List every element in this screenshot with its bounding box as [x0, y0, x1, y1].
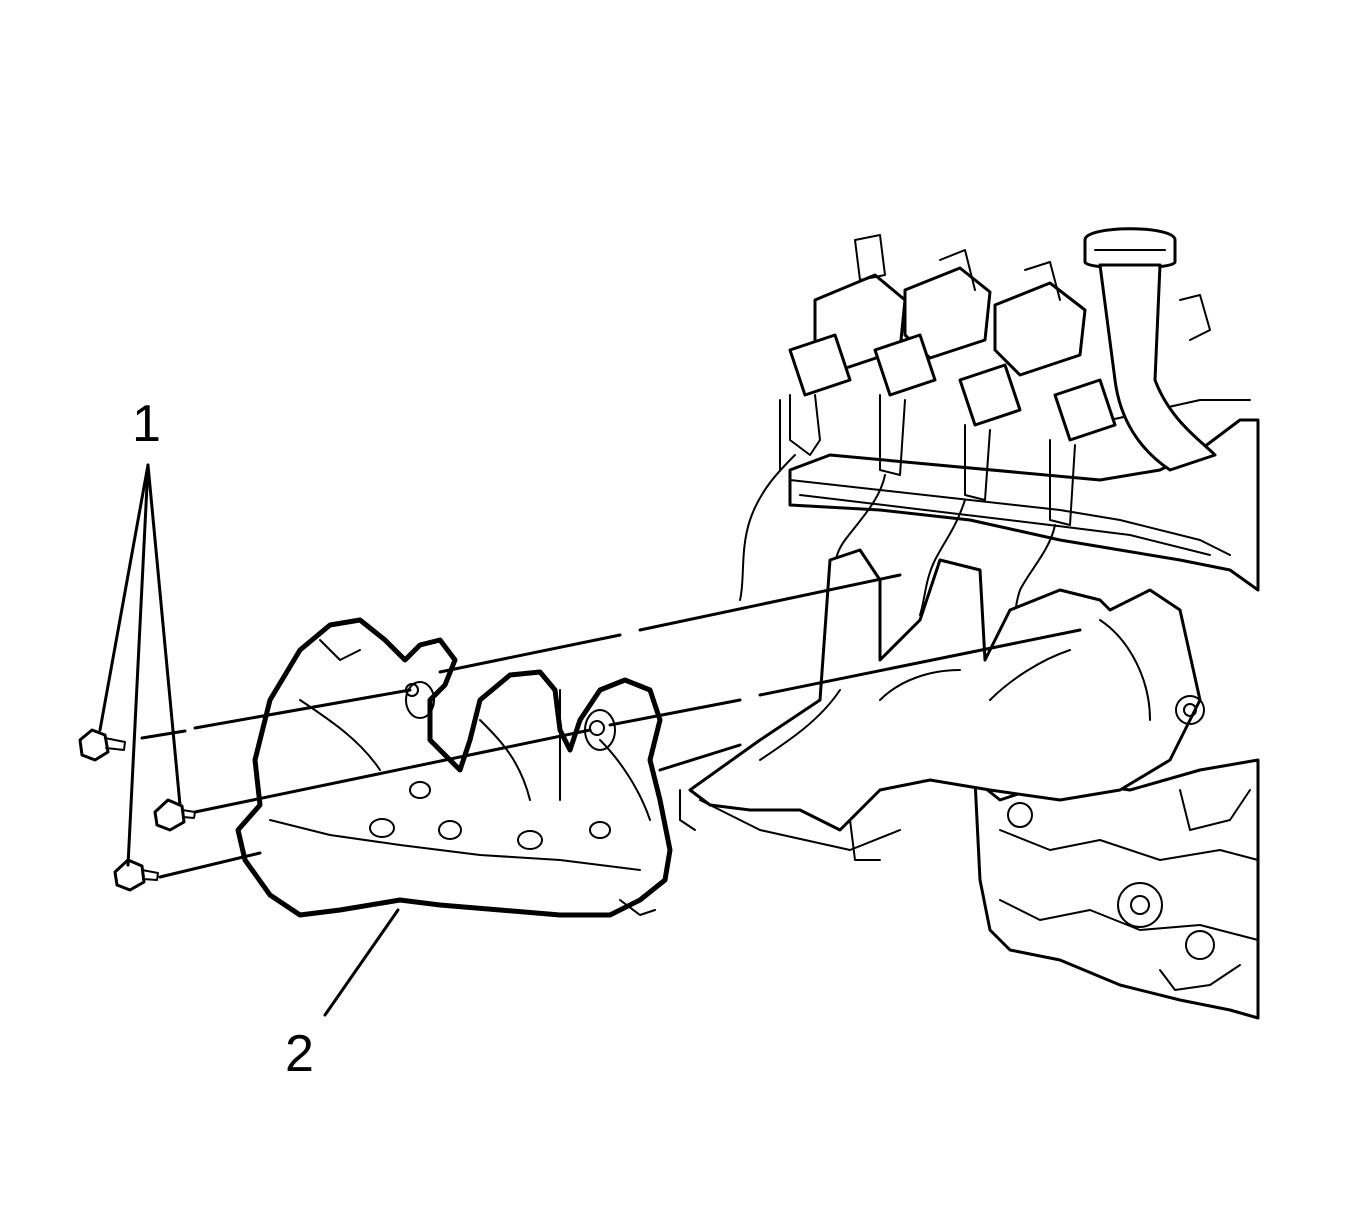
engine-assembly [679, 227, 1260, 1020]
heat-shield [235, 617, 673, 918]
ignition-coil-2 [873, 249, 992, 476]
bolt-2 [153, 798, 196, 832]
bolt-3 [113, 858, 159, 892]
callout-label-bolts: 1 [132, 395, 161, 453]
exhaust-manifold [679, 548, 1205, 861]
ignition-coil-1 [788, 234, 907, 456]
ignition-coil-3 [958, 261, 1087, 501]
bolt-1 [78, 728, 126, 762]
callout-label-heat-shield: 2 [285, 1025, 314, 1083]
ignition-coil-4 [1049, 294, 1211, 526]
leader-lines [98, 463, 400, 1017]
installation-lines [140, 573, 1082, 879]
